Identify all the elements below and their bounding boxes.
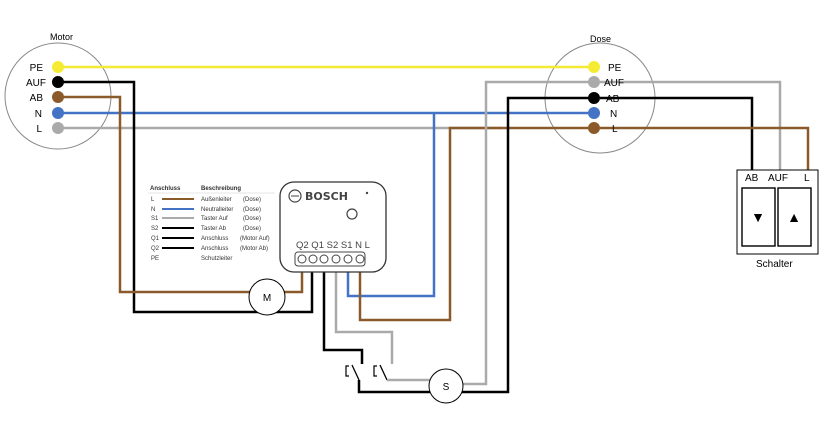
legend-header-anschluss: Anschluss xyxy=(150,186,181,192)
module-body xyxy=(279,181,387,273)
module-led xyxy=(365,191,369,195)
legend-row-desc: Taster Auf xyxy=(201,216,228,222)
motor-label-n: N xyxy=(35,109,42,120)
wire-schalter-auf xyxy=(600,80,782,172)
switch-contact-1 xyxy=(351,364,360,381)
legend-row-desc: Außenleiter xyxy=(201,197,232,203)
bosch-logo-icon xyxy=(288,189,302,203)
dose-label-auf: AUF xyxy=(604,78,624,89)
wire-dose-auf xyxy=(458,80,594,386)
legend-table: Anschluss Beschreibung L Außenleiter (Do… xyxy=(148,186,275,262)
legend-row-key: L xyxy=(151,197,155,203)
wire-switch-bus-black xyxy=(357,380,430,394)
terminal-q1 xyxy=(308,254,318,264)
terminal-n xyxy=(343,254,353,264)
schalter-button-up[interactable] xyxy=(777,187,812,247)
dose-label-pe: PE xyxy=(608,63,622,74)
dose-terminal-auf xyxy=(588,76,600,88)
wire-motor-ab xyxy=(58,95,304,294)
legend-row-key: S2 xyxy=(151,226,159,232)
legend-header-beschreibung: Beschreibung xyxy=(201,186,241,192)
schalter-label-ab: AB xyxy=(745,173,759,184)
switch-symbol xyxy=(428,368,464,404)
legend-row-key: PE xyxy=(151,256,159,262)
dose-terminal-l xyxy=(588,122,600,134)
dose-terminal-ab xyxy=(588,92,600,104)
legend-row-key: Q2 xyxy=(151,246,160,252)
legend-row-desc: Taster Ab xyxy=(201,226,227,232)
legend-row: Q2 Anschluss (Motor Ab) xyxy=(151,246,268,252)
switch-actuator-2 xyxy=(373,365,377,377)
wire-dose-l xyxy=(358,126,594,322)
motor-terminal-ab xyxy=(52,91,64,103)
legend-row-note: (Dose) xyxy=(243,216,261,222)
dose-label-n: N xyxy=(610,109,617,120)
dose-label-ab: AB xyxy=(606,94,620,105)
legend-row: L Außenleiter (Dose) xyxy=(151,197,261,203)
motor-title: Motor xyxy=(50,32,73,42)
wire-n-module xyxy=(346,113,436,298)
module-terminal-labels: Q2 Q1 S2 S1 N L xyxy=(296,240,370,251)
schalter-button-down[interactable] xyxy=(741,187,776,247)
legend-row-key: N xyxy=(151,207,155,213)
wire-s1 xyxy=(334,270,394,364)
legend-row-desc: Schutzleiter xyxy=(201,256,232,262)
motor-terminal-pe xyxy=(52,61,64,73)
dose-terminals: PE AUF AB N L xyxy=(588,61,624,135)
motor-symbol-label: M xyxy=(263,293,271,304)
legend-row: N Neutralleiter (Dose) xyxy=(151,207,261,213)
bosch-module: BOSCH Q2 Q1 S2 S1 N L xyxy=(279,181,387,273)
motor-symbol xyxy=(248,278,286,316)
dose-title: Dose xyxy=(590,34,611,44)
legend-row: Q1 Anschluss (Motor Auf) xyxy=(151,236,270,242)
legend-row-desc: Anschluss xyxy=(201,236,228,242)
wire-s2 xyxy=(322,270,364,364)
motor-terminals: PE AUF AB N L xyxy=(26,61,64,135)
terminal-l xyxy=(355,254,365,264)
legend-row-note: (Motor Auf) xyxy=(240,236,270,242)
schalter: AB AUF L ▼ ▲ Schalter xyxy=(736,169,819,270)
motor-terminal-l xyxy=(52,122,64,134)
switch-contact-2 xyxy=(379,364,388,381)
legend-row-note: (Dose) xyxy=(243,226,261,232)
motor-label-pe: PE xyxy=(30,63,44,74)
wire-motor-auf xyxy=(58,80,314,314)
legend-row-desc: Neutralleiter xyxy=(201,207,233,213)
legend-row-key: Q1 xyxy=(151,236,160,242)
terminal-s1 xyxy=(331,254,341,264)
schalter-label-l: L xyxy=(804,173,810,184)
wire-dose-ab xyxy=(458,96,594,394)
down-arrow-icon: ▼ xyxy=(751,209,765,225)
motor-label-l: L xyxy=(36,124,42,135)
legend-row-note: (Motor Ab) xyxy=(240,246,268,252)
module-brand: BOSCH xyxy=(305,190,348,203)
wire-schalter-l xyxy=(600,126,810,172)
legend-row-key: S1 xyxy=(151,216,159,222)
switch-actuator-1 xyxy=(345,365,349,377)
legend-row-note: (Dose) xyxy=(243,197,261,203)
legend-row: S1 Taster Auf (Dose) xyxy=(151,216,261,222)
up-arrow-icon: ▲ xyxy=(787,209,801,225)
dose-terminal-pe xyxy=(588,61,600,73)
motor-terminal-auf xyxy=(52,76,64,88)
terminal-s2 xyxy=(319,254,329,264)
schalter-title: Schalter xyxy=(756,259,793,270)
switch-symbol-label: S xyxy=(443,382,450,393)
motor-label-auf: AUF xyxy=(26,78,46,89)
wire-schalter-ab xyxy=(600,96,754,172)
legend-row-note: (Dose) xyxy=(243,207,261,213)
terminal-q2 xyxy=(297,254,307,264)
motor-terminal-n xyxy=(52,107,64,119)
module-reset-button[interactable] xyxy=(346,208,358,220)
legend-row-desc: Anschluss xyxy=(201,246,228,252)
motor-label-ab: AB xyxy=(30,93,44,104)
dose-terminal-n xyxy=(588,107,600,119)
legend-row: S2 Taster Ab (Dose) xyxy=(151,226,261,232)
schalter-label-auf: AUF xyxy=(768,173,788,184)
legend-row: PE Schutzleiter xyxy=(151,256,232,262)
dose-label-l: L xyxy=(612,124,618,135)
